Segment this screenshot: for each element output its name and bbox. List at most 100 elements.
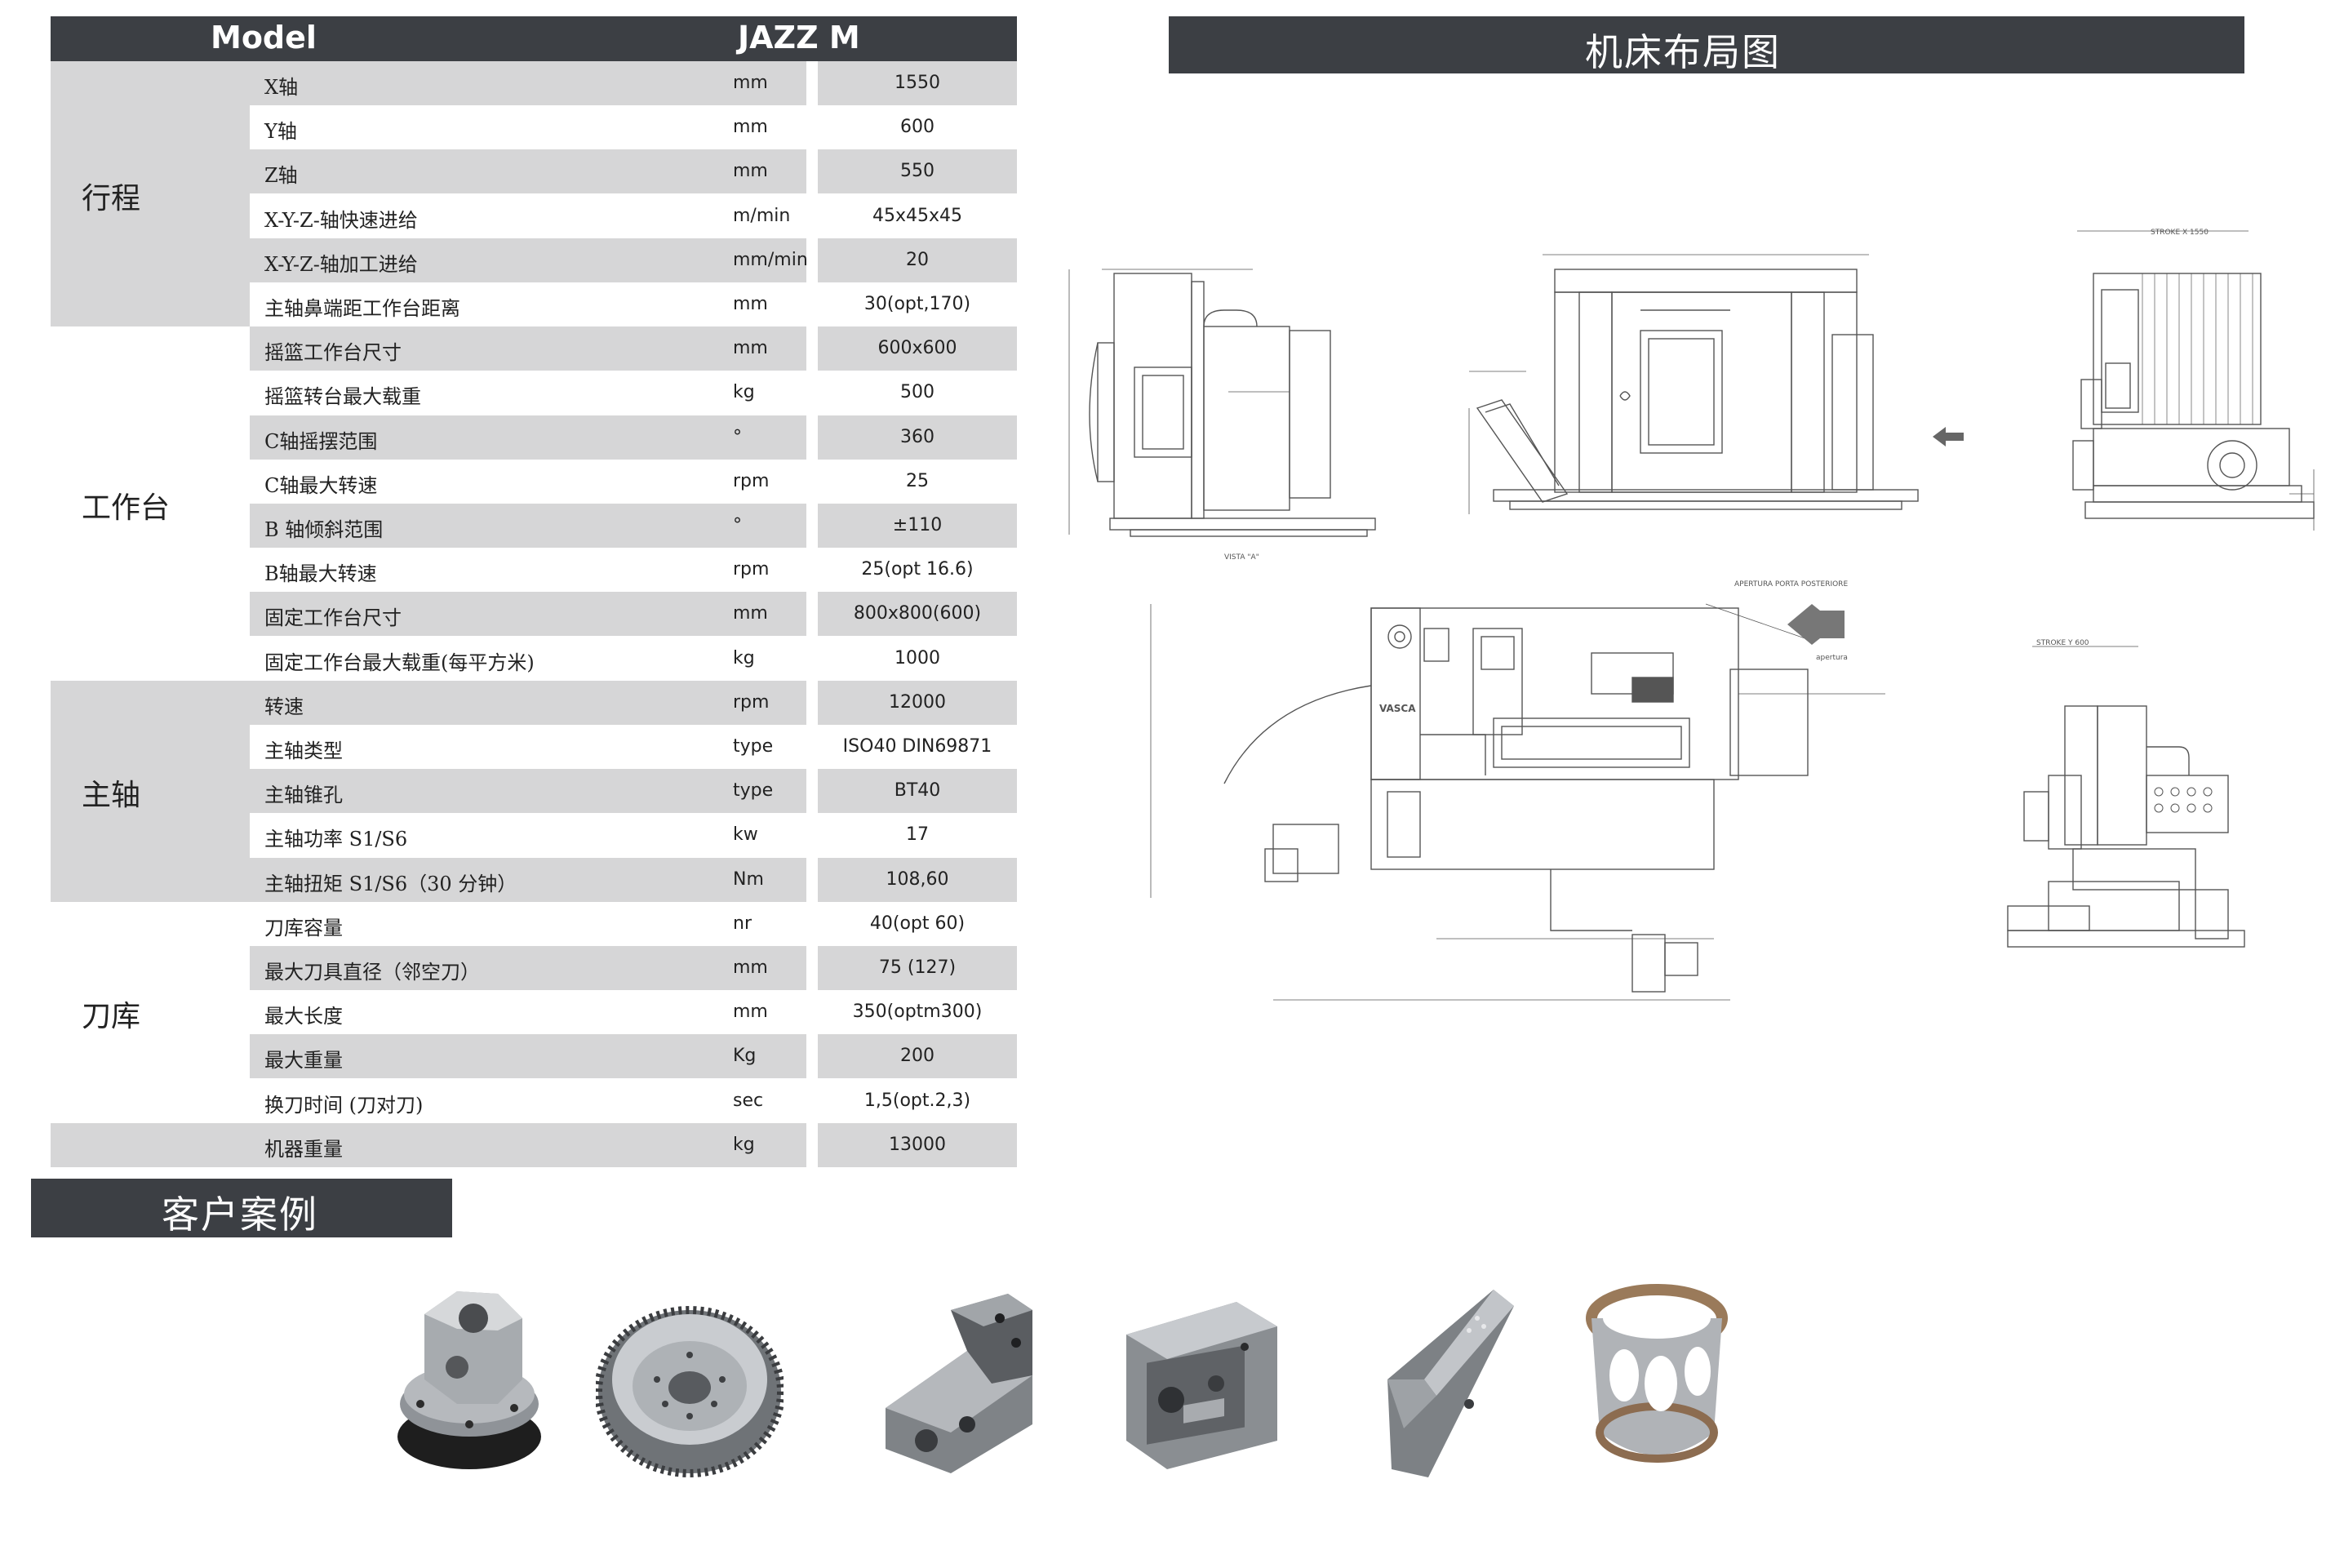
spec-row: Y轴 mm 600 (250, 105, 1017, 149)
spec-value: ISO40 DIN69871 (842, 736, 992, 757)
spec-value: 550 (900, 161, 934, 182)
spec-value: 500 (900, 382, 934, 403)
gear-wheel-part (596, 1290, 784, 1477)
spec-name: B 轴倾斜范围 (264, 518, 384, 541)
spec-group-0: 行程 (51, 61, 250, 327)
spec-value: 17 (906, 824, 929, 846)
view-arrow-icon (1933, 424, 1965, 449)
drawing-right-view: STROKE X 1550 (2004, 224, 2326, 547)
stroke-y-label: STROKE Y 600 (2036, 639, 2089, 647)
spec-value: 20 (906, 249, 929, 270)
spec-row: 最大长度 mm 350(optm300) (250, 990, 1017, 1034)
apertura-note: apertura (1816, 654, 1848, 662)
spec-row: 转速 rpm 12000 (250, 680, 1017, 725)
spec-name: C轴摇摆范围 (264, 429, 378, 453)
apertura-label: APERTURA PORTA POSTERIORE (1734, 580, 1848, 589)
spec-name: 摇篮工作台尺寸 (264, 341, 402, 365)
spec-value-bg (818, 680, 1017, 725)
spec-group-2: 主轴 (51, 680, 250, 902)
spec-unit: nr (733, 913, 752, 934)
spec-value: 40(opt 60) (869, 913, 966, 934)
spec-value: 350(optm300) (852, 1002, 983, 1023)
spec-value-bg (818, 946, 1017, 990)
model-value: JAZZ M (738, 20, 860, 56)
spec-unit: type (733, 736, 774, 757)
spec-row-bg (250, 149, 806, 194)
spec-value-bg (818, 1034, 1017, 1079)
spec-value: 1550 (895, 73, 940, 93)
spec-group-label: 主轴 (82, 779, 141, 813)
spec-unit: kg (733, 382, 755, 403)
vasca-label: VASCA (1379, 703, 1416, 714)
spec-value: ±110 (892, 515, 943, 535)
spec-unit: mm (733, 957, 768, 978)
spec-name: 主轴类型 (264, 740, 343, 762)
spec-row: X-Y-Z-轴加工进给 mm/min 20 (250, 238, 1017, 282)
spec-value: 25(opt 16.6) (861, 559, 974, 580)
spec-value-bg (818, 149, 1017, 194)
spec-name: 转速 (264, 695, 304, 718)
spec-value: 12000 (889, 691, 946, 713)
spec-row: 最大刀具直径（邻空刀） mm 75 (127) (250, 946, 1017, 990)
spec-value-bg (818, 61, 1017, 105)
spec-value: 75 (127) (878, 957, 957, 978)
spec-unit: mm (733, 294, 768, 314)
spec-group-1: 工作台 (51, 326, 250, 681)
cases-banner-title: 客户案例 (162, 1193, 318, 1237)
spec-value-bg (818, 415, 1017, 460)
spec-group-label: 刀库 (82, 1000, 141, 1034)
spec-value: 200 (900, 1046, 934, 1067)
spec-unit: mm (733, 1002, 768, 1023)
spec-row: B 轴倾斜范围°±110 (250, 504, 1017, 548)
spec-value: 108,60 (886, 868, 949, 890)
spec-name: 最大长度 (264, 1005, 343, 1028)
spec-unit: rpm (733, 470, 770, 491)
spec-row-bg (250, 592, 806, 637)
spec-value: 25 (906, 470, 929, 491)
spec-unit: mm (733, 161, 768, 182)
spec-name: X-Y-Z-轴加工进给 (264, 252, 418, 276)
spec-value-bg (818, 592, 1017, 637)
spec-unit: rpm (733, 691, 770, 713)
spec-table-header: Model JAZZ M (51, 16, 1017, 61)
spec-unit: mm (733, 73, 768, 93)
spec-unit: mm (733, 338, 768, 359)
cases-banner: 客户案例 (31, 1179, 452, 1237)
spec-value: 1000 (895, 647, 940, 669)
spec-name: 固定工作台尺寸 (264, 606, 402, 630)
spec-value: 13000 (889, 1134, 946, 1155)
cut-out-ring-part (1575, 1277, 1738, 1477)
spec-row-bg (51, 1122, 806, 1167)
spec-group-3: 刀库 (51, 902, 250, 1123)
spec-value: 360 (900, 426, 934, 447)
spec-row-bg (250, 946, 806, 990)
spec-value-bg (818, 1122, 1017, 1167)
layout-banner: 机床布局图 (1169, 16, 2244, 74)
spec-unit: mm/min (733, 249, 808, 270)
spec-row-bg (250, 769, 806, 814)
spec-unit: mm (733, 117, 768, 138)
octagonal-flange-part (392, 1281, 547, 1477)
spec-unit: sec (733, 1090, 764, 1111)
spec-value-bg (818, 326, 1017, 371)
drawing-front-view (1461, 245, 1942, 547)
spec-unit: kg (733, 1134, 755, 1155)
angle-plate-part (1379, 1281, 1518, 1477)
spec-name: Y轴 (264, 120, 297, 144)
layout-banner-title: 机床布局图 (1585, 30, 1781, 74)
spec-name: X轴 (264, 76, 299, 99)
drawing-small-right-view: STROKE Y 600 (1983, 637, 2293, 988)
vista-label: VISTA "A" (1224, 553, 1259, 562)
spec-name: 最大刀具直径（邻空刀） (264, 961, 480, 984)
spec-group-label: 行程 (82, 181, 141, 215)
spec-row: 主轴类型 type ISO40 DIN69871 (250, 725, 1017, 769)
spec-value: 600x600 (877, 338, 957, 359)
spec-value: 600 (900, 117, 934, 138)
